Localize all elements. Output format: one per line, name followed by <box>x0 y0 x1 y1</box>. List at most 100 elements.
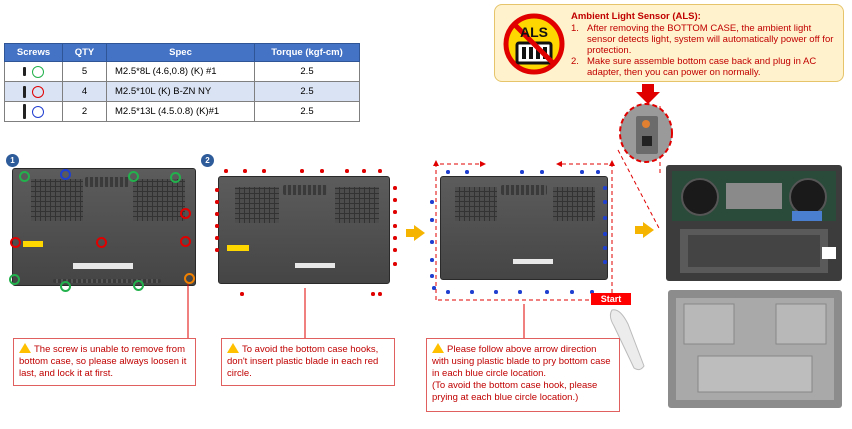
red-screw-marker <box>96 237 107 248</box>
qty-cell: 4 <box>62 81 107 102</box>
header-screws: Screws <box>4 43 63 62</box>
green-ring-icon <box>32 65 44 78</box>
red-dot-marker <box>393 186 397 190</box>
red-dot-marker <box>262 169 266 173</box>
blue-dot-marker <box>430 200 434 204</box>
blue-dot-marker <box>603 186 607 190</box>
red-dot-marker <box>393 198 397 202</box>
start-label: Start <box>591 293 631 305</box>
laptop-bottom-case-3 <box>440 176 608 280</box>
blue-dot-marker <box>540 170 544 174</box>
bottom-case-inner <box>668 290 842 408</box>
red-dot-marker <box>320 169 324 173</box>
green-screw-marker <box>128 171 139 182</box>
red-dot-marker <box>393 262 397 266</box>
blue-dot-marker <box>596 170 600 174</box>
note-screw-warning: The screw is unable to remove from botto… <box>13 338 196 386</box>
next-step-arrow-icon <box>406 225 425 241</box>
qty-cell: 2 <box>62 101 107 122</box>
red-dot-marker <box>378 292 382 296</box>
red-dot-marker <box>300 169 304 173</box>
red-dot-marker <box>215 224 219 228</box>
spec-cell: M2.5*10L (K) B-ZN NY <box>106 81 255 102</box>
blue-dot-marker <box>603 232 607 236</box>
red-dot-marker <box>215 212 219 216</box>
blue-dot-marker <box>432 286 436 290</box>
blue-dot-marker <box>446 290 450 294</box>
blue-dot-marker <box>518 290 522 294</box>
header-qty: QTY <box>62 43 107 62</box>
als-sensor-zoom <box>619 103 673 163</box>
orange-screw-marker <box>184 273 195 284</box>
green-screw-marker <box>170 172 181 183</box>
blue-ring-icon <box>32 105 44 118</box>
laptop-bottom-case-1 <box>12 168 196 286</box>
red-screw-marker <box>180 236 191 247</box>
table-row: 2 M2.5*13L (4.5.0.8) (K)#1 2.5 <box>4 101 360 122</box>
red-dot-marker <box>215 200 219 204</box>
warning-icon <box>19 343 31 353</box>
step-one-badge: 1 <box>6 154 19 167</box>
als-list: 1.After removing the BOTTOM CASE, the am… <box>571 23 839 78</box>
note-pry-instructions: Please follow above arrow direction with… <box>426 338 620 412</box>
spec-cell: M2.5*13L (4.5.0.8) (K)#1 <box>106 101 255 122</box>
green-screw-marker <box>9 274 20 285</box>
red-ring-icon <box>32 85 44 98</box>
als-badge-text: ALS <box>520 24 548 40</box>
warning-icon <box>227 343 239 353</box>
blue-dot-marker <box>430 218 434 222</box>
red-dot-marker <box>393 248 397 252</box>
next-step-arrow-icon <box>635 222 654 238</box>
list-item: 2.Make sure assemble bottom case back an… <box>571 56 817 78</box>
step-two-badge: 2 <box>201 154 214 167</box>
plastic-blade-icon <box>609 309 645 371</box>
blue-dot-marker <box>520 170 524 174</box>
red-dot-marker <box>393 210 397 214</box>
screws-table: Screws QTY Spec Torque (kgf-cm) 5 M2.5*8… <box>4 43 360 122</box>
warning-icon <box>432 343 444 353</box>
red-dot-marker <box>378 169 382 173</box>
note-hook-warning: To avoid the bottom case hooks, don't in… <box>221 338 395 386</box>
green-screw-marker <box>133 280 144 291</box>
red-dot-marker <box>243 169 247 173</box>
red-dot-marker <box>224 169 228 173</box>
red-dot-marker <box>240 292 244 296</box>
red-dot-marker <box>371 292 375 296</box>
red-dot-marker <box>215 248 219 252</box>
blue-dot-marker <box>603 246 607 250</box>
als-title: Ambient Light Sensor (ALS): <box>571 11 701 22</box>
opened-laptop-internals <box>666 165 842 281</box>
blue-dot-marker <box>470 290 474 294</box>
blue-dot-marker <box>430 240 434 244</box>
red-dot-marker <box>215 236 219 240</box>
red-screw-marker <box>10 237 21 248</box>
red-dot-marker <box>393 224 397 228</box>
als-info-box: ALS Ambient Light Sensor (ALS): 1.After … <box>494 4 844 82</box>
no-light-sensor-icon: ALS <box>503 13 565 75</box>
red-dot-marker <box>345 169 349 173</box>
green-screw-marker <box>19 171 30 182</box>
blue-dot-marker <box>545 290 549 294</box>
blue-dot-marker <box>430 258 434 262</box>
blue-dot-marker <box>494 290 498 294</box>
blue-screw-marker <box>60 169 71 180</box>
spec-cell: M2.5*8L (4.6,0.8) (K) #1 <box>106 61 255 82</box>
blue-dot-marker <box>430 274 434 278</box>
green-screw-marker <box>60 281 71 292</box>
red-dot-marker <box>362 169 366 173</box>
red-dot-marker <box>215 188 219 192</box>
medium-screw-icon <box>23 85 26 98</box>
red-dot-marker <box>393 236 397 240</box>
short-screw-icon <box>23 67 26 76</box>
list-item: 1.After removing the BOTTOM CASE, the am… <box>571 23 834 56</box>
blue-dot-marker <box>570 290 574 294</box>
laptop-bottom-case-2 <box>218 176 390 284</box>
blue-dot-marker <box>590 290 594 294</box>
torque-cell: 2.5 <box>254 101 360 122</box>
blue-dot-marker <box>446 170 450 174</box>
blue-dot-marker <box>603 200 607 204</box>
red-screw-marker <box>180 208 191 219</box>
blue-dot-marker <box>465 170 469 174</box>
blue-dot-marker <box>603 260 607 264</box>
